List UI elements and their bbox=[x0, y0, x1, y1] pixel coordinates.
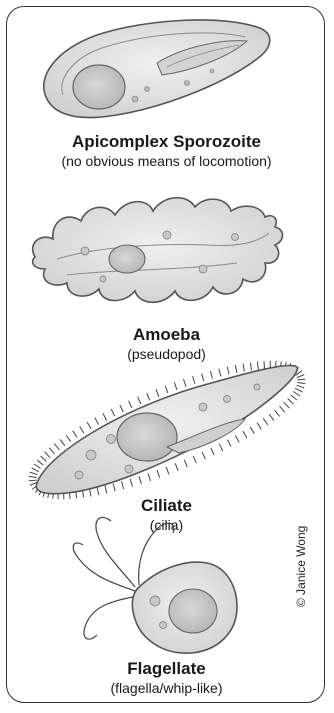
ciliate-illustration bbox=[29, 361, 306, 499]
cilium bbox=[130, 479, 132, 487]
cilium bbox=[122, 481, 124, 489]
sporozoite-illustration bbox=[44, 20, 270, 118]
cilium bbox=[29, 476, 37, 477]
sporozoite-caption: Apicomplex Sporozoite (no obvious means … bbox=[7, 132, 326, 170]
cilium bbox=[219, 369, 221, 377]
cilium bbox=[41, 456, 47, 462]
cilium bbox=[66, 435, 71, 442]
cilium bbox=[139, 476, 141, 484]
cilium bbox=[202, 374, 204, 382]
cilium bbox=[250, 427, 254, 434]
cilium bbox=[60, 439, 65, 445]
cilium bbox=[174, 382, 177, 390]
cilium bbox=[97, 487, 99, 495]
organism-name: Flagellate bbox=[7, 659, 326, 679]
cilium bbox=[95, 418, 99, 425]
cilium bbox=[227, 367, 229, 375]
flagellate-caption: Flagellate (flagella/whip-like) bbox=[7, 659, 326, 697]
cilium bbox=[147, 393, 150, 400]
cilium bbox=[275, 410, 280, 416]
cilium bbox=[288, 399, 294, 405]
cilium bbox=[184, 460, 187, 467]
cilium bbox=[291, 395, 297, 400]
cilium bbox=[175, 463, 178, 471]
figure-panel: Apicomplex Sporozoite (no obvious means … bbox=[6, 6, 325, 703]
cilium bbox=[257, 423, 261, 430]
cilium bbox=[269, 414, 274, 420]
cilium bbox=[37, 460, 43, 465]
cilium bbox=[113, 484, 115, 492]
cilium bbox=[54, 444, 59, 450]
cilium bbox=[156, 389, 159, 397]
cilium bbox=[87, 422, 91, 429]
cilium bbox=[297, 379, 305, 380]
flagellate-illustration bbox=[73, 517, 237, 653]
cilium bbox=[30, 472, 38, 475]
cilium bbox=[34, 464, 41, 469]
cilium bbox=[105, 486, 107, 494]
cilium bbox=[219, 444, 223, 451]
cilium bbox=[111, 409, 115, 416]
organism-name: Apicomplex Sporozoite bbox=[7, 132, 326, 152]
cilium bbox=[293, 392, 300, 397]
cilium bbox=[148, 473, 151, 481]
cilium bbox=[227, 440, 231, 447]
cilium bbox=[243, 364, 244, 372]
amoeba-caption: Amoeba (pseudopod) bbox=[7, 325, 326, 363]
cilium bbox=[184, 379, 187, 387]
cilium bbox=[80, 426, 84, 433]
organism-description: (pseudopod) bbox=[7, 345, 326, 363]
cilium bbox=[166, 467, 169, 475]
organism-name: Ciliate bbox=[7, 496, 326, 516]
cilium bbox=[45, 452, 51, 458]
cilium bbox=[284, 402, 290, 408]
ciliate-caption: Ciliate (cilia) bbox=[7, 496, 326, 534]
cilium bbox=[295, 388, 302, 392]
organism-name: Amoeba bbox=[7, 325, 326, 345]
cilium bbox=[297, 383, 305, 384]
cilium bbox=[193, 456, 196, 463]
cilium bbox=[138, 397, 141, 404]
cilium bbox=[243, 431, 247, 438]
copyright-credit: © Janice Wong bbox=[293, 477, 309, 607]
cilium bbox=[193, 376, 195, 384]
cilium bbox=[73, 431, 77, 438]
cilium bbox=[49, 448, 54, 454]
cilium bbox=[120, 405, 123, 412]
cilium bbox=[129, 401, 132, 408]
amoeba-illustration bbox=[33, 198, 283, 303]
cilium bbox=[235, 365, 237, 373]
cilium bbox=[250, 363, 251, 371]
cilium bbox=[32, 468, 39, 472]
cilium bbox=[263, 418, 268, 425]
cilium bbox=[280, 406, 285, 412]
organism-description: (no obvious means of locomotion) bbox=[7, 152, 326, 170]
cilium bbox=[103, 413, 107, 420]
cilium bbox=[165, 386, 168, 394]
cilium bbox=[297, 375, 304, 378]
cilium bbox=[235, 435, 239, 442]
cilium bbox=[211, 448, 214, 455]
cilium bbox=[157, 470, 160, 478]
cilium bbox=[210, 371, 212, 379]
cilium bbox=[297, 385, 305, 388]
organism-description: (flagella/whip-like) bbox=[7, 679, 326, 697]
organism-description: (cilia) bbox=[7, 516, 326, 534]
cilium bbox=[202, 452, 205, 459]
cilium bbox=[29, 480, 37, 481]
